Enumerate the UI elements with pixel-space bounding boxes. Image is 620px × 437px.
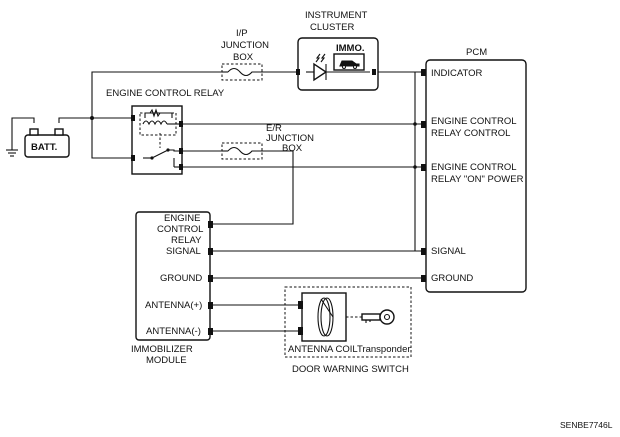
engine-control-relay: ENGINE CONTROL RELAY — [106, 88, 225, 175]
relay-coil-icon — [142, 108, 180, 126]
cluster-label-2: CLUSTER — [310, 22, 354, 33]
warning-lamp-icon — [306, 53, 370, 82]
fuse-icon — [227, 146, 262, 156]
er-junction-label-3: BOX — [282, 143, 303, 154]
battery: BATT. — [6, 128, 70, 158]
wire-battery-top — [58, 117, 92, 123]
junction-dot-3 — [413, 165, 417, 169]
imm-pin-ecr-1: ENGINE — [164, 213, 200, 224]
imm-module-label-1: IMMOBILIZER — [131, 344, 193, 355]
wire-ip-feed — [91, 71, 222, 118]
battery-label: BATT. — [31, 142, 57, 153]
pcm-pin-signal: SIGNAL — [431, 246, 466, 257]
ground-icon — [6, 149, 18, 157]
instrument-cluster: INSTRUMENT CLUSTER IMMO. — [296, 10, 379, 91]
antenna-coil-icon — [317, 297, 334, 337]
er-junction-box: E/R JUNCTION BOX — [221, 123, 314, 160]
ip-junction-label-3: BOX — [233, 52, 254, 63]
er-junction-label-1: E/R — [266, 123, 282, 134]
immobilizer-module: ENGINE CONTROL RELAY SIGNAL GROUND ANTEN… — [131, 211, 213, 366]
imm-pin-antenna-pos: ANTENNA(+) — [145, 300, 202, 311]
immo-label: IMMO. — [336, 43, 365, 54]
wire-er-fuse-out — [213, 150, 294, 225]
wire-bus-contact — [91, 118, 143, 159]
ip-junction-box: I/P JUNCTION BOX — [221, 28, 269, 81]
imm-pin-ground: GROUND — [160, 273, 202, 284]
pcm-pin-ground: GROUND — [431, 273, 473, 284]
ip-junction-label-1: I/P — [236, 28, 248, 39]
imm-pin-signal: SIGNAL — [166, 246, 201, 257]
junction-dot-2 — [413, 122, 417, 126]
imm-pin-ecr-2: CONTROL — [157, 224, 203, 235]
figure-id: SENBE7746L — [560, 420, 613, 430]
door-warning-switch: ANTENNA COIL Transponder DOOR WARNING SW… — [284, 286, 412, 375]
transponder-label: Transponder — [357, 344, 411, 355]
imm-pin-ecr-3: RELAY — [171, 235, 202, 246]
er-junction-label-2: JUNCTION — [266, 133, 314, 144]
antenna-coil-label: ANTENNA COIL — [288, 344, 358, 355]
pcm-pin-indicator: INDICATOR — [431, 68, 483, 79]
fuse-icon — [227, 67, 262, 77]
pcm-pin-ecr-on-1: ENGINE CONTROL — [431, 162, 517, 173]
imm-module-label-2: MODULE — [146, 355, 187, 366]
relay-title: ENGINE CONTROL RELAY — [106, 88, 225, 99]
key-icon — [361, 309, 395, 325]
pcm-pin-ecr-control-2: RELAY CONTROL — [431, 128, 510, 139]
cluster-label-1: INSTRUMENT — [305, 10, 367, 21]
pcm: PCM INDICATOR ENGINE CONTROL RELAY CONTR… — [421, 47, 527, 293]
wires — [11, 71, 423, 332]
junction-dot-1 — [90, 116, 94, 120]
pcm-title: PCM — [466, 47, 487, 58]
wire-battery-ground — [11, 117, 35, 150]
door-warning-label: DOOR WARNING SWITCH — [292, 364, 409, 375]
car-icon — [339, 60, 360, 69]
pcm-pin-ecr-control-1: ENGINE CONTROL — [431, 116, 517, 127]
pcm-pin-ecr-on-2: RELAY "ON" POWER — [431, 174, 524, 185]
ip-junction-label-2: JUNCTION — [221, 40, 269, 51]
imm-pin-antenna-neg: ANTENNA(-) — [146, 326, 201, 337]
